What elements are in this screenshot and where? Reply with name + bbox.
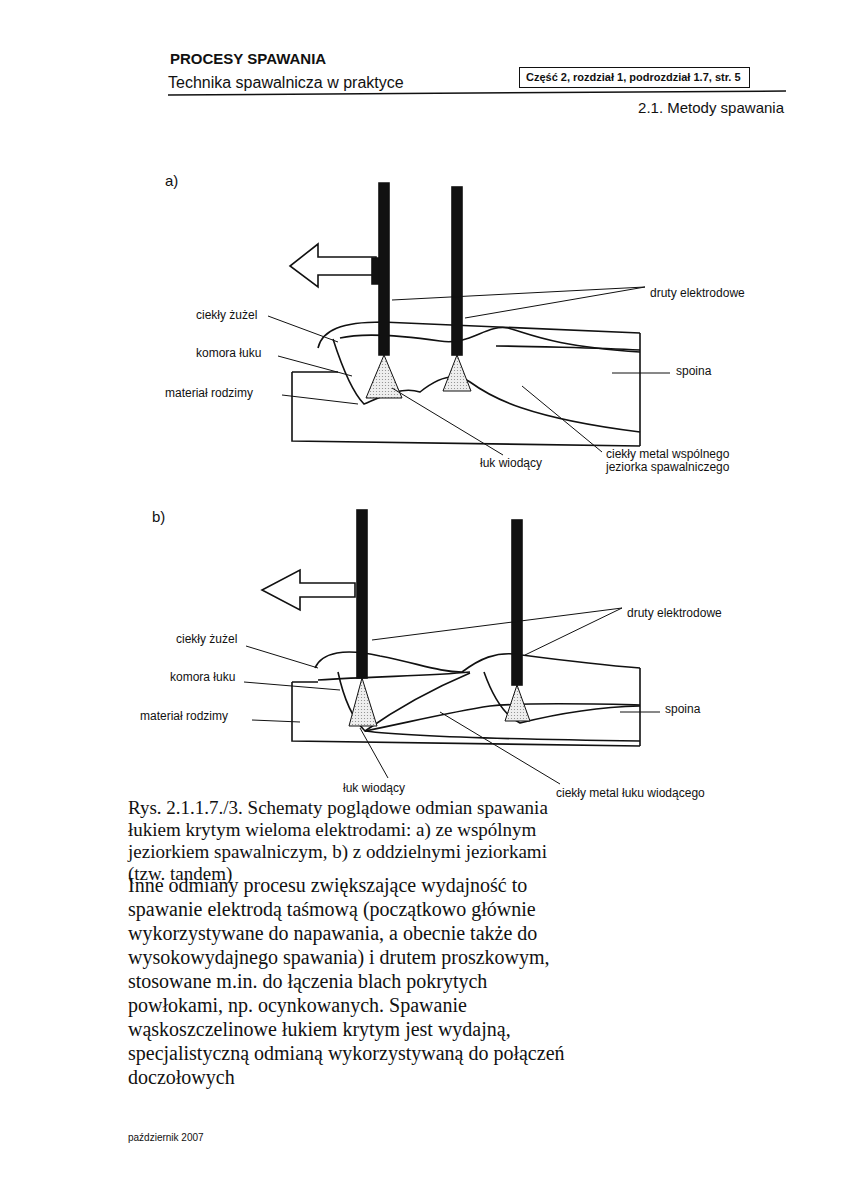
electrode-wire <box>452 187 462 355</box>
diagram-b <box>244 510 660 784</box>
part-label: ciekły żużel <box>196 308 257 322</box>
direction-arrow <box>262 570 355 610</box>
part-label: komora łuku <box>196 346 261 360</box>
page-header: PROCESY SPAWANIA <box>170 50 326 68</box>
figure-caption: Rys. 2.1.1.7./3. Schematy poglądowe odmi… <box>128 797 580 884</box>
page-footer: październik 2007 <box>128 1132 204 1144</box>
section-reference: Część 2, rozdział 1, podrozdział 1.7, st… <box>526 70 743 85</box>
base-plate <box>292 682 640 746</box>
direction-arrow <box>290 244 376 287</box>
electrode-wire <box>512 520 522 685</box>
part-label: łuk wiodący <box>343 781 405 795</box>
part-label: druty elektrodowe <box>650 286 745 300</box>
leader-lines <box>244 608 660 784</box>
part-label: materiał rodzimy <box>140 709 228 723</box>
part-label: spoina <box>676 364 711 378</box>
body-text: Inne odmiany procesu zwiększające wydajn… <box>128 873 583 1089</box>
part-label: komora łuku <box>170 670 235 684</box>
part-label: ciekły metal łuku wiodącego <box>556 786 705 800</box>
panel-letter: a) <box>165 172 178 190</box>
section-title: 2.1. Metody spawania <box>638 99 784 117</box>
book-title: Technika spawalnicza w praktyce <box>168 73 404 92</box>
arc <box>505 685 530 721</box>
leader-lines <box>268 287 670 455</box>
fusion-line <box>365 731 640 741</box>
slag-layer <box>496 346 640 350</box>
diagram-a <box>268 183 670 455</box>
pool-outline <box>484 672 640 723</box>
arc <box>349 678 377 726</box>
part-label: ciekły żużel <box>176 632 237 646</box>
electrode-wire <box>357 510 367 678</box>
electrode-wire <box>372 183 389 355</box>
part-label: ciekły metal wspólnego jeziorka spawalni… <box>606 448 766 474</box>
section-box: Część 2, rozdział 1, podrozdział 1.7, st… <box>519 67 750 88</box>
part-label: materiał rodzimy <box>165 386 253 400</box>
arc <box>443 355 471 391</box>
part-label: spoina <box>665 702 700 716</box>
plate-edge <box>639 668 641 746</box>
arc <box>366 355 402 398</box>
slag-layer <box>318 672 470 680</box>
panel-letter: b) <box>152 508 165 526</box>
part-label: druty elektrodowe <box>627 606 722 620</box>
header-rule <box>168 91 786 95</box>
part-label: łuk wiodący <box>480 456 542 470</box>
